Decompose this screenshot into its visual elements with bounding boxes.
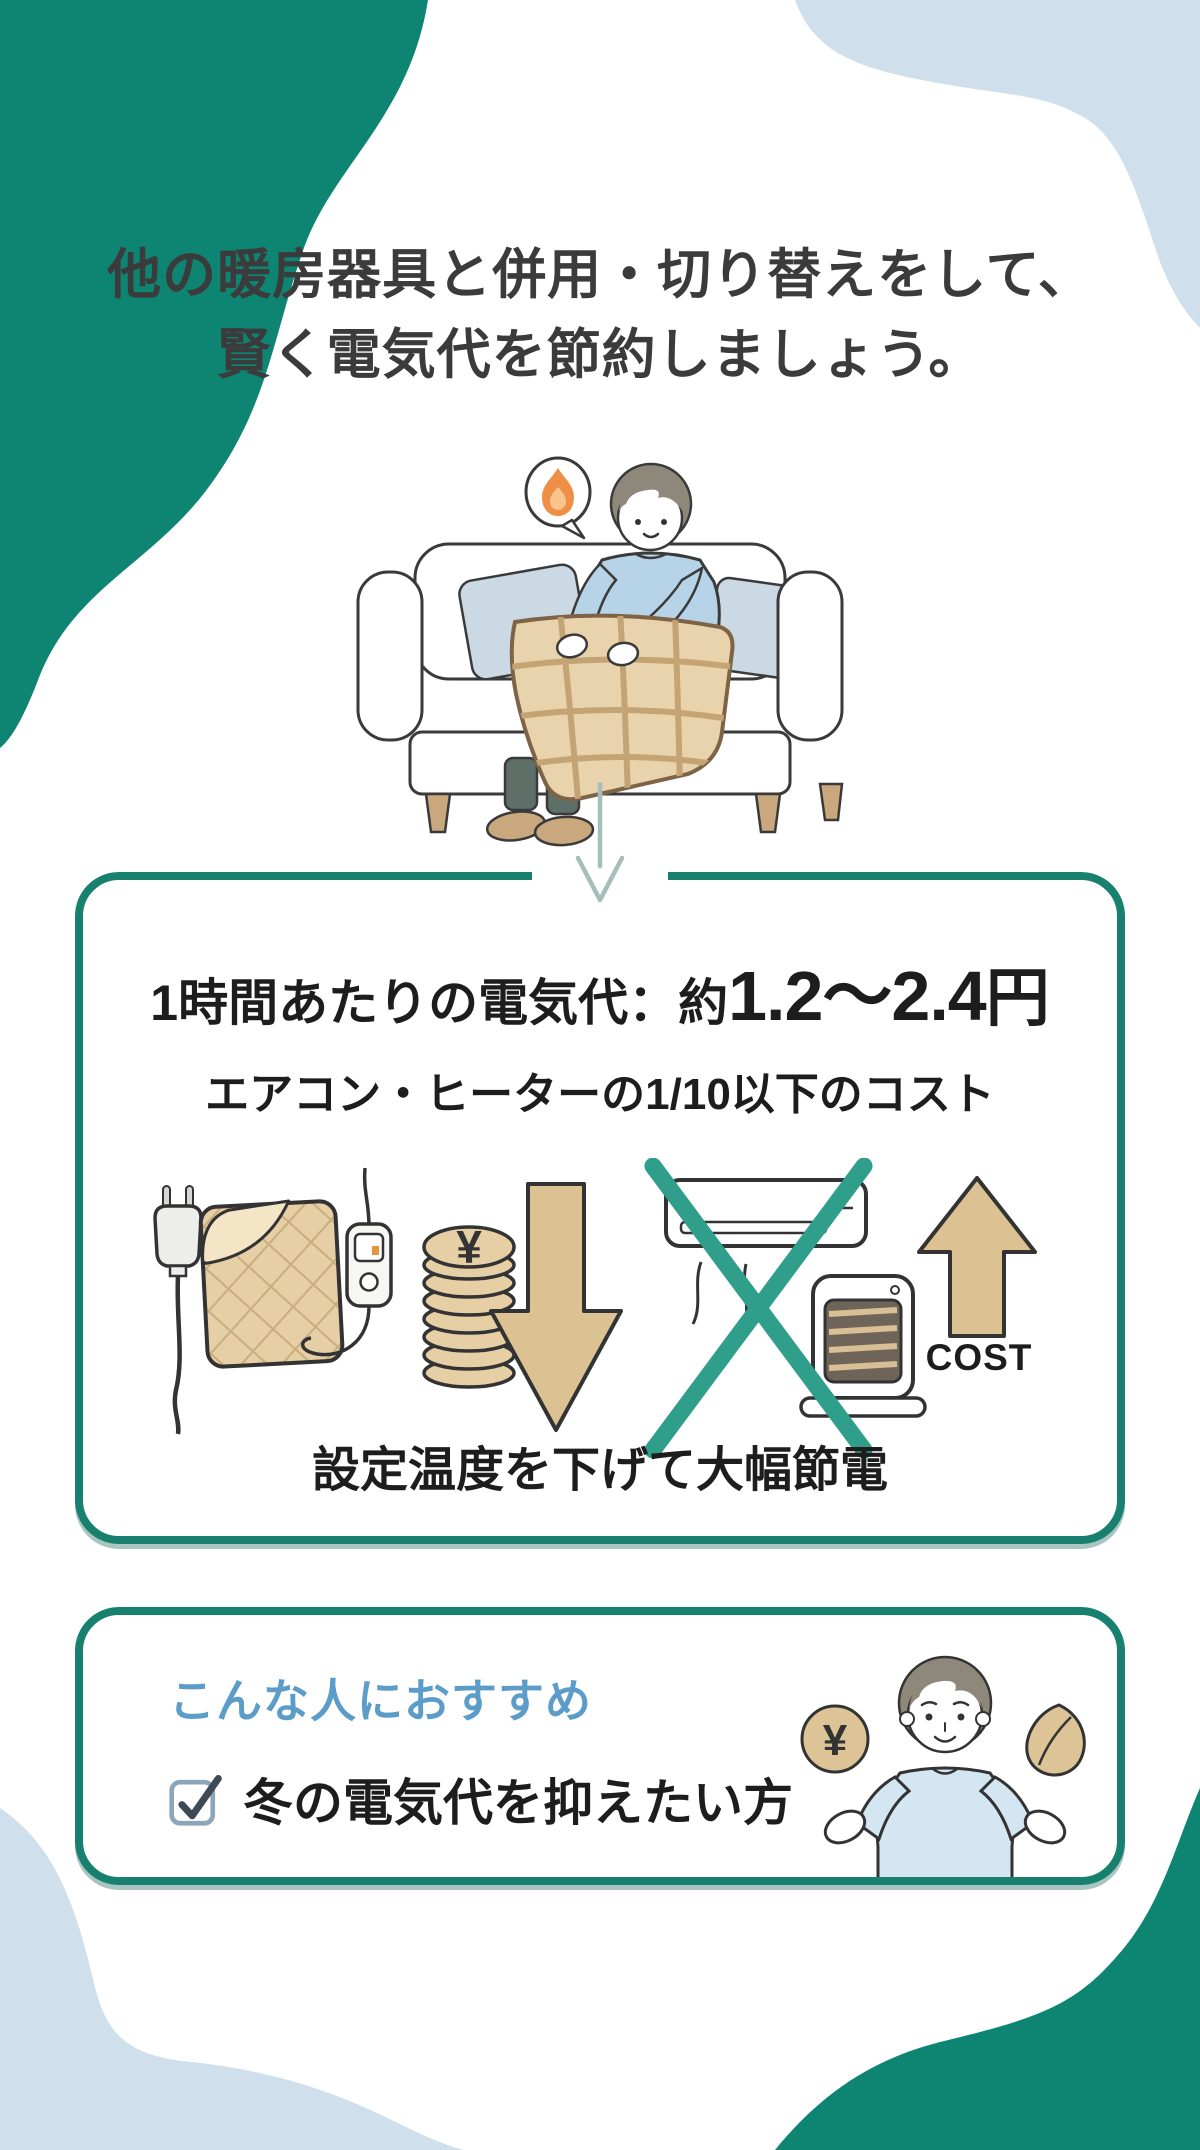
power-plug-icon xyxy=(153,1185,203,1435)
checkbox-icon xyxy=(169,1774,222,1826)
speech-bubble xyxy=(524,456,592,540)
page-title-line2: 賢く電気代を節約しましょう。 xyxy=(216,324,984,385)
coin-yen-symbol: ¥ xyxy=(456,1221,482,1273)
sofa-illustration xyxy=(356,456,844,847)
cost-subheadline: エアコン・ヒーターの1/10以下のコスト xyxy=(205,1070,995,1119)
yen-coin-icon: ¥ xyxy=(800,1704,870,1774)
cost-box: 1時間あたりの電気代：約1.2〜2.4円 エアコン・ヒーターの1/10以下のコス… xyxy=(75,872,1125,1544)
cost-headline-prefix: 1時間あたりの電気代：約 xyxy=(150,975,729,1031)
blob-bottom-right xyxy=(775,1788,1200,2150)
slipper-right xyxy=(533,815,595,847)
cost-down-arrow-icon xyxy=(489,1182,623,1432)
cost-headline: 1時間あたりの電気代：約1.2〜2.4円 xyxy=(83,940,1117,1041)
fan-heater-icon xyxy=(799,1274,927,1418)
recommend-person-hands xyxy=(823,1809,1067,1845)
cost-headline-unit: 円 xyxy=(985,962,1050,1034)
cost-label: COST xyxy=(926,1337,1033,1378)
sofa-armrest-right xyxy=(776,570,844,742)
recommend-person-illustration: ¥ xyxy=(800,1655,1086,1877)
electric-blanket xyxy=(509,613,735,802)
electric-blanket-icon xyxy=(198,1167,393,1369)
blanket-controller-icon xyxy=(301,1167,393,1357)
leaf-icon xyxy=(1025,1703,1086,1777)
page-title: 他の暖房器具と併用・切り替えをして、 賢く電気代を節約しましょう。 xyxy=(0,236,1200,396)
sofa-legs xyxy=(424,782,844,834)
person-hand-left xyxy=(555,633,589,659)
recommend-item: 冬の電気代を抑えたい方 xyxy=(167,1763,793,1835)
blob-top-right xyxy=(795,0,1200,328)
recommend-item-label: 冬の電気代を抑えたい方 xyxy=(243,1775,793,1831)
blob-bottom-left xyxy=(0,1808,464,2150)
flow-down-arrow-icon xyxy=(575,782,625,903)
page-title-line1: 他の暖房器具と併用・切り替えをして、 xyxy=(107,245,1093,305)
border-gap xyxy=(532,862,668,884)
person-hand-right xyxy=(606,641,640,667)
recommend-title: こんな人におすすめ xyxy=(169,1675,592,1727)
cost-footer: 設定温度を下げて大幅節電 xyxy=(311,1444,888,1497)
cost-headline-value: 1.2〜2.4 xyxy=(728,957,987,1035)
blob-top-left xyxy=(0,0,428,748)
yen-coin-stack-icon: ¥ xyxy=(422,1221,516,1389)
cost-up-arrow-icon: COST xyxy=(917,1176,1037,1378)
sofa-armrest-left xyxy=(356,570,424,742)
recommend-box: こんな人におすすめ 冬の電気代を抑えたい方 ¥ xyxy=(75,1607,1125,1885)
recommend-person xyxy=(823,1655,1067,1877)
recommend-yen-symbol: ¥ xyxy=(823,1716,848,1765)
cost-icons-row: ¥ xyxy=(153,1158,1037,1458)
cross-mark-icon xyxy=(644,1158,873,1458)
